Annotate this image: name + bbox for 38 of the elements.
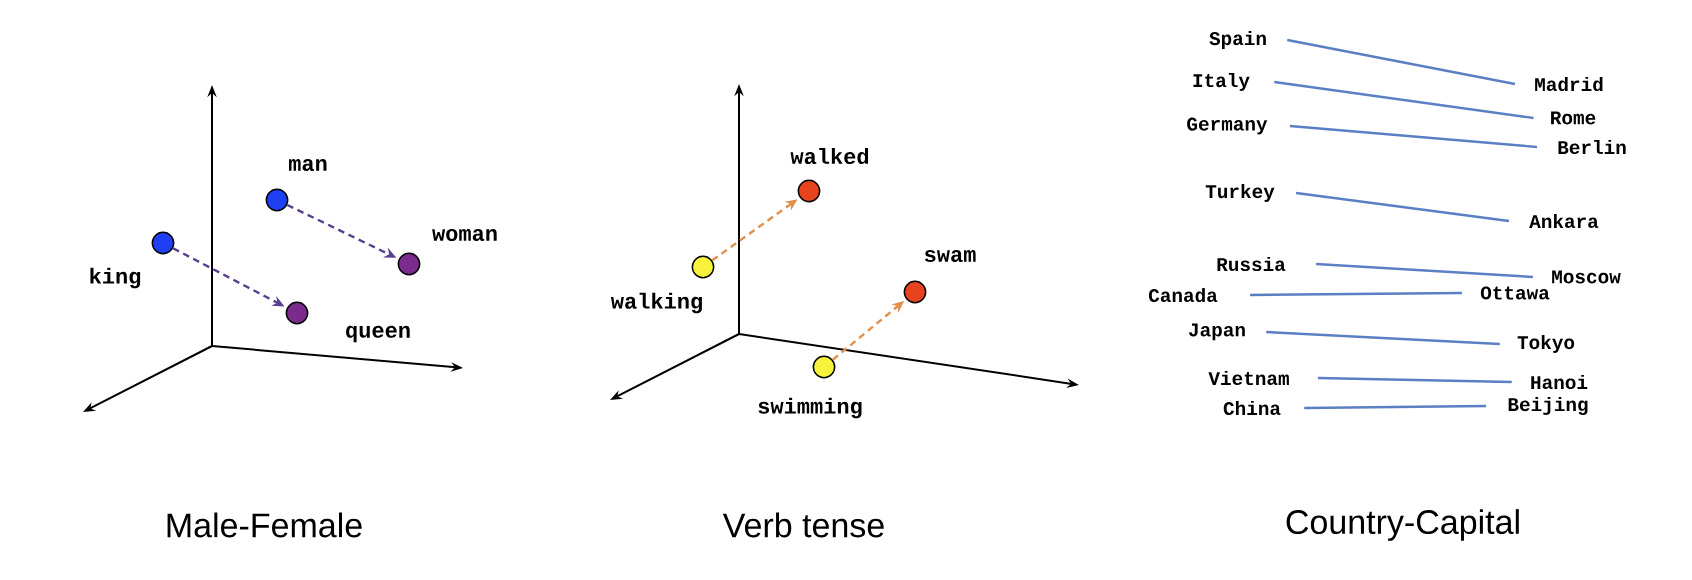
word-label: queen [346, 325, 410, 343]
country-name: Russia [1217, 256, 1286, 272]
word-label: king [90, 267, 141, 289]
word-label: swam [924, 249, 976, 262]
connector-line [1289, 124, 1538, 149]
connector-line [1304, 404, 1487, 410]
word-label: man [288, 158, 327, 171]
capital-name: Tokyo [1517, 334, 1575, 353]
capital-name: Ottawa [1480, 286, 1550, 300]
capital-name: Ankara [1529, 213, 1599, 229]
capital-name: Moscow [1552, 270, 1621, 284]
word-label: walked [790, 147, 869, 165]
connector-line [1250, 291, 1462, 297]
connector-line [1274, 80, 1534, 120]
capital-name: Madrid [1535, 76, 1603, 92]
capital-name: Hanoi [1531, 374, 1588, 390]
country-name: Vietnam [1208, 370, 1289, 386]
country-name: Canada [1148, 287, 1218, 303]
panel-caption: Male-Female [167, 512, 362, 538]
country-name: Japan [1188, 323, 1245, 341]
capital-name: Beijing [1508, 396, 1588, 416]
connector-line [1316, 262, 1533, 279]
word-label: swimming [758, 397, 862, 419]
capital-name: Berlin [1558, 139, 1626, 155]
country-name: Turkey [1205, 183, 1275, 202]
country-name: Germany [1187, 117, 1268, 135]
connector-line [1266, 330, 1500, 346]
country-name: Spain [1209, 30, 1266, 49]
connector-line [1287, 38, 1516, 86]
panel-caption: Verb tense [722, 512, 884, 538]
connector-line [1295, 191, 1510, 223]
word-label: woman [432, 228, 497, 241]
panel-caption: Country-Capital [1286, 509, 1519, 541]
country-name: Italy [1193, 72, 1250, 91]
word-label: walking [610, 292, 702, 314]
country-name: China [1223, 400, 1281, 416]
capital-name: Rome [1551, 111, 1596, 125]
connector-line [1317, 376, 1512, 384]
